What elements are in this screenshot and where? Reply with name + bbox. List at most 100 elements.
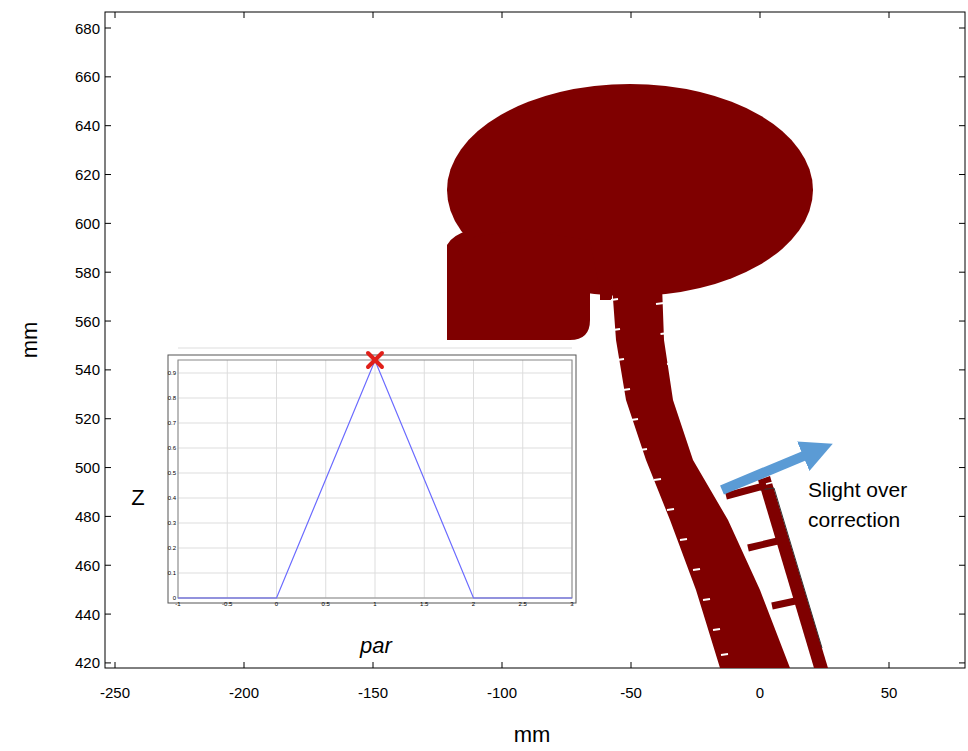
inset-x-tick: 2: [472, 601, 475, 607]
tick-line: [617, 359, 624, 360]
tick-line: [631, 662, 632, 668]
tick-line: [105, 614, 111, 615]
tick-line: [959, 321, 965, 322]
tick-line: [105, 125, 111, 126]
tick-line: [178, 348, 572, 349]
inset-y-tick: 0.9: [168, 370, 176, 376]
peak-marker: [368, 353, 382, 367]
tick-line: [105, 76, 111, 77]
tick-line: [959, 418, 965, 419]
y-tick-label: 460: [75, 558, 100, 573]
inset-y-tick: 0.7: [168, 420, 176, 426]
tick-line: [631, 419, 638, 420]
tick-line: [959, 272, 965, 273]
tick-line: [730, 513, 738, 514]
inset-x-tick: 2.5: [519, 601, 527, 607]
inset-x-tick: 0.5: [322, 601, 330, 607]
inset-y-tick: 0.2: [168, 545, 176, 551]
tick-line: [631, 12, 632, 18]
inset-x-title: par: [360, 635, 392, 657]
y-tick-label: 500: [75, 460, 100, 475]
tick-line: [693, 569, 700, 570]
tick-line: [667, 363, 675, 364]
tick-line: [959, 565, 965, 566]
tick-line: [611, 299, 618, 300]
tick-line: [676, 393, 684, 394]
tick-line: [105, 272, 111, 273]
tick-line: [959, 614, 965, 615]
tick-line: [502, 12, 503, 18]
y-tick-label: 680: [75, 21, 100, 36]
inset-x-tick: 3: [570, 601, 573, 607]
tick-line: [105, 321, 111, 322]
x-tick-label: -200: [229, 685, 259, 700]
x-tick-label: -250: [100, 685, 130, 700]
inset-y-title: Z: [131, 487, 144, 509]
y-axis-title: mm: [19, 322, 41, 359]
inset-grid: [178, 348, 572, 598]
tick-line: [473, 360, 474, 598]
y-tick-label: 560: [75, 314, 100, 329]
y-tick-label: 480: [75, 509, 100, 524]
inset-x-tick: -1: [175, 601, 180, 607]
tick-line: [105, 418, 111, 419]
tick-line: [680, 539, 687, 540]
tick-line: [105, 662, 111, 663]
plot-frame: [105, 12, 965, 668]
tick-line: [698, 453, 706, 454]
y-tick-label: 620: [75, 167, 100, 182]
tick-line: [105, 28, 111, 29]
inset-panel: [168, 355, 576, 603]
tick-line: [713, 629, 720, 630]
y-tick-label: 420: [75, 655, 100, 670]
tick-line: [959, 76, 965, 77]
vertebra-gaps: [611, 299, 804, 659]
tick-line: [373, 662, 374, 668]
tick-line: [889, 662, 890, 668]
tick-line: [105, 565, 111, 566]
y-tick-label: 640: [75, 118, 100, 133]
tick-line: [502, 662, 503, 668]
inset-y-tick: 0.1: [168, 570, 176, 576]
x-tick-label: -150: [358, 685, 388, 700]
tick-line: [796, 658, 804, 659]
tick-line: [105, 174, 111, 175]
tick-line: [105, 516, 111, 517]
tick-line: [227, 360, 228, 598]
tick-line: [714, 483, 722, 484]
tick-line: [105, 467, 111, 468]
inset-x-tick: 1: [373, 601, 376, 607]
inset-x-tick: -0.5: [222, 601, 232, 607]
brace: [726, 476, 830, 668]
tick-line: [115, 12, 116, 18]
inset-y-tick: 0.5: [168, 470, 176, 476]
tick-line: [373, 12, 374, 18]
tick-line: [889, 12, 890, 18]
y-tick-label: 540: [75, 362, 100, 377]
tick-line: [686, 423, 694, 424]
annotation-text: Slight over correction: [808, 475, 958, 536]
tick-line: [761, 573, 769, 574]
tick-line: [786, 633, 794, 634]
tick-line: [661, 333, 669, 334]
inset-x-tick: 1.5: [420, 601, 428, 607]
inset-y-tick: 0.4: [168, 495, 176, 501]
y-tick-label: 580: [75, 265, 100, 280]
x-tick-label: 0: [756, 685, 764, 700]
x-tick-label: 50: [881, 685, 898, 700]
x-tick-label: -50: [620, 685, 642, 700]
tick-line: [640, 449, 647, 450]
tick-line: [703, 599, 710, 600]
tick-line: [959, 467, 965, 468]
tick-line: [656, 303, 664, 304]
inset-y-tick: 0.6: [168, 445, 176, 451]
tick-line: [959, 28, 965, 29]
tick-line: [959, 174, 965, 175]
tick-line: [959, 223, 965, 224]
y-tick-label: 660: [75, 69, 100, 84]
inset-y-tick: 0: [173, 595, 176, 601]
tick-line: [522, 360, 523, 598]
tick-line: [613, 329, 620, 330]
tick-line: [959, 125, 965, 126]
